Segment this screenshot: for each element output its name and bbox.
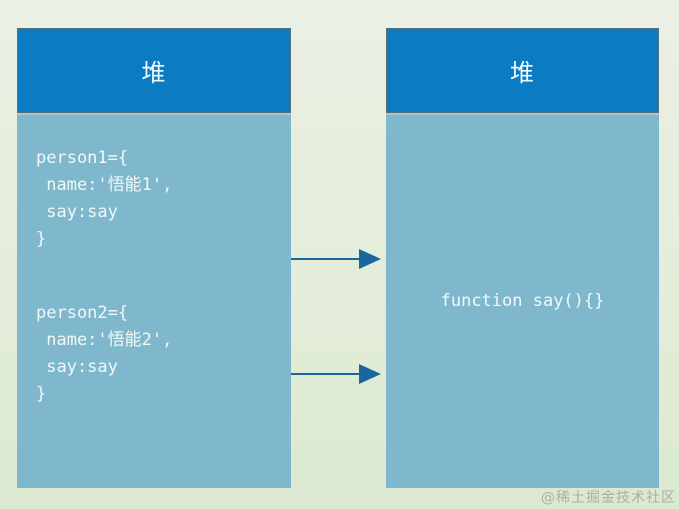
- code-line: name:'悟能2',: [36, 330, 173, 350]
- heap-box-left-body: person1={ name:'悟能1', say:say } person2=…: [17, 113, 291, 488]
- code-line: person1={: [36, 148, 129, 168]
- person2-object-literal: person2={ name:'悟能2', say:say }: [36, 300, 172, 408]
- code-line: person2={: [36, 303, 129, 323]
- code-line: say:say: [36, 357, 118, 377]
- watermark: @稀土掘金技术社区: [541, 490, 676, 506]
- heap-box-left-title: 堆: [141, 59, 167, 87]
- code-line: }: [36, 384, 47, 404]
- heap-box-left-header: 堆: [17, 28, 291, 113]
- heap-box-right-header: 堆: [386, 28, 659, 113]
- code-line: }: [36, 229, 47, 249]
- heap-box-right-title: 堆: [510, 59, 535, 87]
- person1-object-literal: person1={ name:'悟能1', say:say }: [36, 145, 172, 253]
- code-line: name:'悟能1',: [36, 175, 173, 195]
- say-function-definition: function say(){}: [440, 291, 605, 311]
- heap-box-right-body: function say(){}: [386, 113, 659, 488]
- code-line: say:say: [36, 202, 118, 222]
- heap-box-right: 堆 function say(){}: [386, 28, 659, 488]
- heap-box-left: 堆 person1={ name:'悟能1', say:say } person…: [17, 28, 291, 488]
